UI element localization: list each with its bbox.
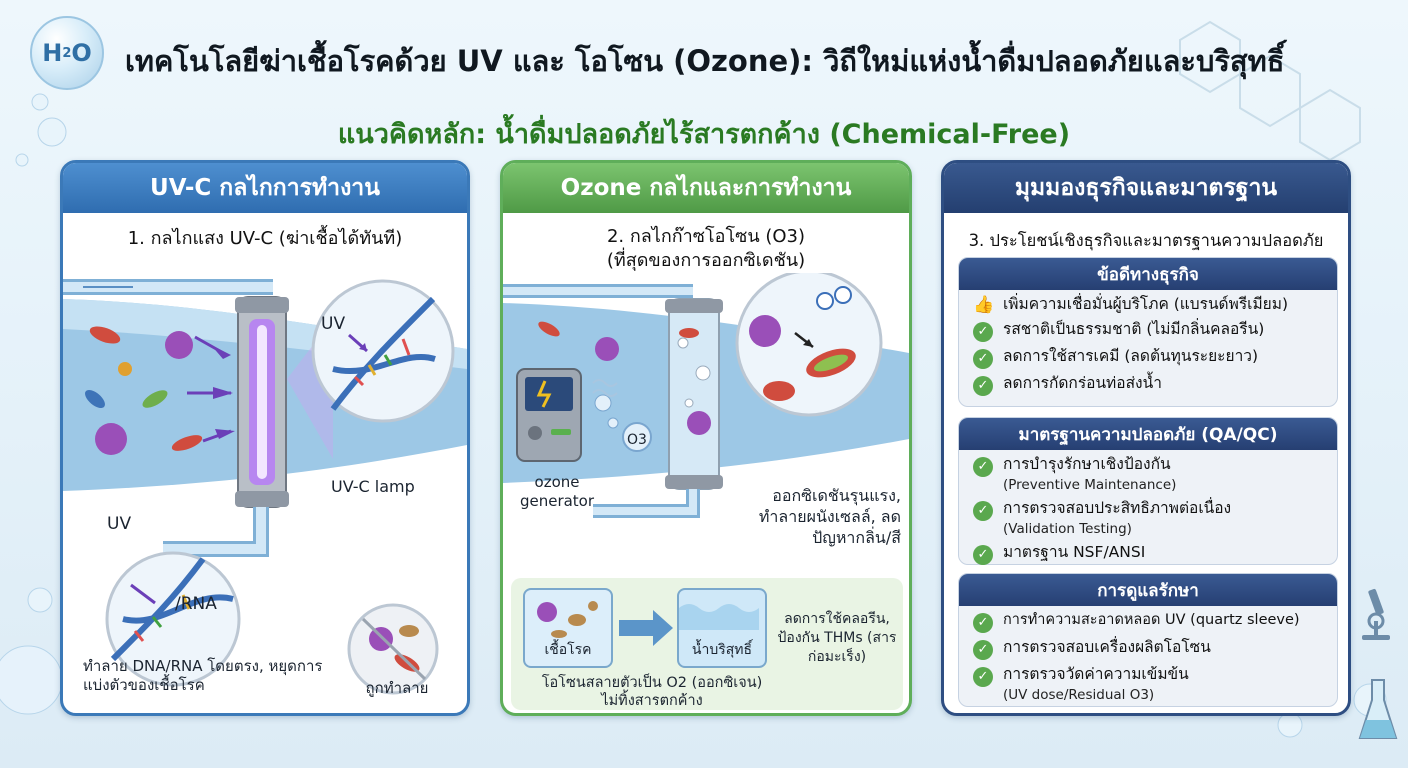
maintenance-heading: การดูแลรักษา (959, 574, 1337, 606)
page-subtitle: แนวคิดหลัก: น้ำดื่มปลอดภัยไร้สารตกค้าง (… (337, 119, 1071, 150)
check-icon: ✓ (973, 501, 993, 521)
business-panel-header: มุมมองธุรกิจและมาตรฐาน (944, 163, 1348, 213)
arrow-right-icon (619, 610, 673, 646)
check-icon: ✓ (973, 457, 993, 477)
business-advantages-section: ข้อดีทางธุรกิจ 👍เพิ่มความเชื่อมั่นผู้บริ… (958, 257, 1338, 407)
safety-standards-section: มาตรฐานความปลอดภัย (QA/QC) ✓การบำรุงรักษ… (958, 417, 1338, 565)
list-item: ✓การตรวจสอบเครื่องผลิตโอโซน (959, 633, 1337, 660)
list-item: 👍เพิ่มความเชื่อมั่นผู้บริโภค (แบรนด์พรีเ… (973, 295, 1289, 315)
pure-water-label: น้ำบริสุทธิ์ (691, 642, 753, 658)
check-icon: ✓ (973, 613, 993, 633)
business-panel: มุมมองธุรกิจและมาตรฐาน 3. ประโยชน์เชิงธุ… (941, 160, 1351, 716)
business-benefits-title: 3. ประโยชน์เชิงธุรกิจและมาตรฐานความปลอดภ… (968, 231, 1324, 250)
maintenance-section: การดูแลรักษา ✓การทำความสะอาดหลอด UV (qua… (958, 573, 1338, 707)
list-item: ✓รสชาติเป็นธรรมชาติ (ไม่มีกลิ่นคลอรีน) (959, 315, 1337, 342)
germ-sample-box: เชื้อโรค (523, 588, 613, 668)
check-icon: ✓ (973, 376, 993, 396)
flask-icon (1358, 679, 1398, 739)
check-icon: ✓ (973, 545, 993, 565)
safety-standards-heading: มาตรฐานความปลอดภัย (QA/QC) (959, 418, 1337, 450)
germ-illustration (537, 601, 598, 638)
ozone-mechanism-illustration (503, 273, 909, 518)
uv-label-bottom: UV (107, 514, 132, 534)
uv-mechanism-title: 1. กลไกแสง UV-C (ฆ่าเชื้อได้ทันที) (127, 228, 403, 249)
list-item: ✓ลดการใช้สารเคมี (ลดต้นทุนระยะยาว) (959, 342, 1337, 369)
check-icon: ✓ (973, 640, 993, 660)
ozone-decompose-caption: โอโซนสลายตัวเป็น O2 (ออกซิเจน) (541, 675, 763, 691)
uv-panel-header: UV-C กลไกการทำงาน (63, 163, 467, 213)
ozone-mechanism-title: 2. กลไกก๊าซโอโซน (O3) (606, 226, 806, 247)
list-item: ✓การทำความสะอาดหลอด UV (quartz sleeve) (959, 606, 1337, 633)
check-icon: ✓ (973, 667, 993, 687)
uv-mechanism-illustration (63, 279, 467, 695)
list-item: ✓การตรวจวัดค่าความเข้มข้น(UV dose/Residu… (959, 660, 1337, 704)
check-icon: ✓ (973, 322, 993, 342)
list-item: ✓มาตรฐาน NSF/ANSI (959, 538, 1337, 565)
business-advantages-heading: ข้อดีทางธุรกิจ (959, 258, 1337, 290)
ozone-generator-label: ozone generator (519, 473, 595, 510)
check-icon: ✓ (973, 349, 993, 369)
water-wave-icon (679, 604, 759, 630)
ozone-panel-header: Ozone กลไกและการทำงาน (503, 163, 909, 213)
uv-panel: UV-C กลไกการทำงาน 1. กลไกแสง UV-C (ฆ่าเช… (60, 160, 470, 716)
ozone-result-box: เชื้อโรค น้ำบริสุทธิ์ ลดการใช้คลอรีน, ป้… (511, 578, 903, 710)
pure-water-box: น้ำบริสุทธิ์ (677, 588, 767, 668)
destroyed-caption: ถูกทำลาย (365, 679, 429, 697)
microscope-icon (1362, 588, 1390, 640)
page-title: เทคโนโลยีฆ่าเชื้อโรคด้วย UV และ โอโซน (O… (125, 44, 1285, 78)
list-item: ✓ลดการกัดกร่อนท่อส่งน้ำ (959, 369, 1337, 396)
ozone-panel: Ozone กลไกและการทำงาน 2. กลไกก๊าซโอโซน (… (500, 160, 912, 716)
germ-label: เชื้อโรค (544, 642, 592, 658)
oxidation-caption: ออกซิเดชันรุนแรง, ทำลายผนังเซลล์, ลดปัญห… (758, 486, 901, 547)
no-residue-caption: ไม่ทิ้งสารตกค้าง (601, 693, 703, 709)
list-item: ✓การตรวจสอบประสิทธิภาพต่อเนื่อง(Validati… (959, 494, 1337, 538)
thumbs-up-icon: 👍 (973, 295, 995, 315)
uv-lamp-label: UV-C lamp (331, 477, 415, 496)
ozone-mechanism-subtitle: (ที่สุดของการออกซิเดชัน) (606, 250, 806, 271)
o3-bubble-label: O3 (627, 432, 647, 448)
uv-effect-caption: ทำลาย DNA/RNA โดยตรง, หยุดการแบ่งตัวของเ… (83, 657, 323, 694)
chlorine-note: ลดการใช้คลอรีน, ป้องกัน THMs (สารก่อมะเร… (777, 611, 897, 665)
uv-label-top: UV (321, 314, 346, 334)
list-item: ✓การบำรุงรักษาเชิงป้องกัน(Preventive Mai… (959, 450, 1337, 494)
rna-label: /RNA (175, 594, 217, 614)
